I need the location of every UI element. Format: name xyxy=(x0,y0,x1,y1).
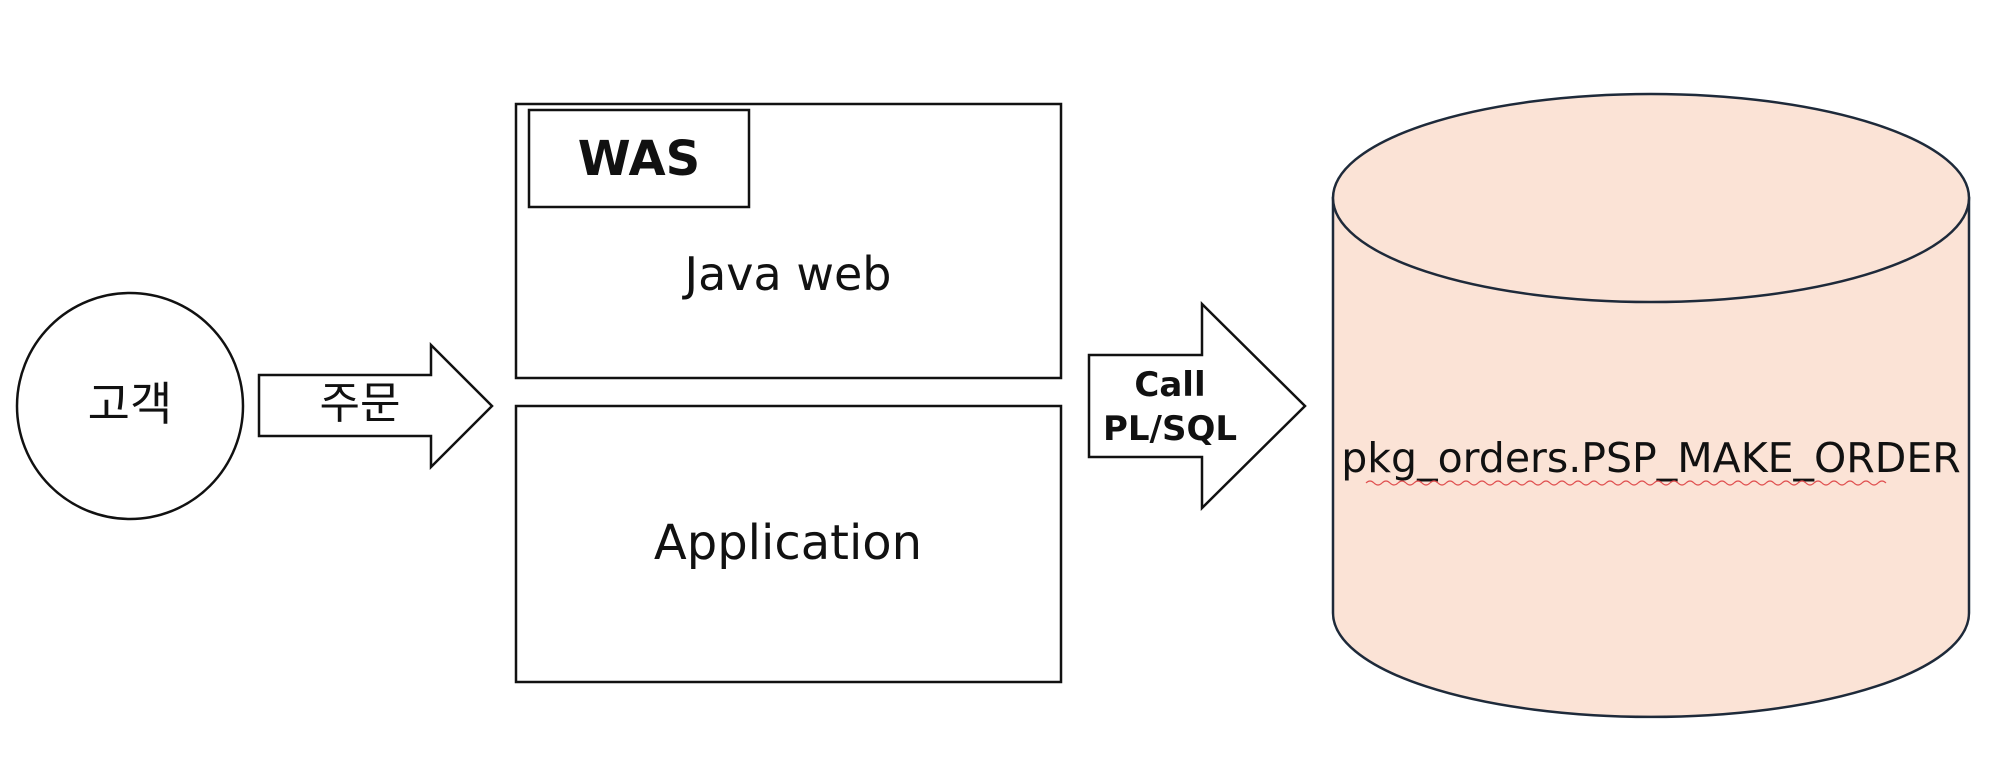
order-arrow-label: 주문 xyxy=(320,378,401,429)
database-top xyxy=(1331,92,1971,304)
application-box-frame xyxy=(514,404,1063,684)
database-label: pkg_orders.PSP_MAKE_ORDER xyxy=(1341,434,1960,482)
call-arrow-shape xyxy=(1087,301,1307,511)
was-badge-frame xyxy=(527,108,751,209)
was-badge-label: WAS xyxy=(578,131,701,187)
order-arrow: 주문 xyxy=(257,341,494,471)
call-plsql-arrow: Call PL/SQL xyxy=(1087,301,1307,511)
application-box: Application xyxy=(514,404,1063,684)
customer-node: 고객 xyxy=(15,291,245,521)
database-body xyxy=(1331,196,1971,719)
database-cylinder: pkg_orders.PSP_MAKE_ORDER xyxy=(1331,92,1971,719)
customer-circle xyxy=(15,291,245,521)
application-label: Application xyxy=(654,515,922,571)
java-web-label: Java web xyxy=(682,247,892,301)
spellcheck-underline xyxy=(1365,480,1887,486)
customer-label: 고객 xyxy=(88,377,173,431)
call-arrow-line2: PL/SQL xyxy=(1103,409,1237,449)
order-arrow-shape xyxy=(257,341,494,471)
call-arrow-line1: Call xyxy=(1134,365,1205,405)
was-box: WAS Java web xyxy=(514,102,1063,380)
